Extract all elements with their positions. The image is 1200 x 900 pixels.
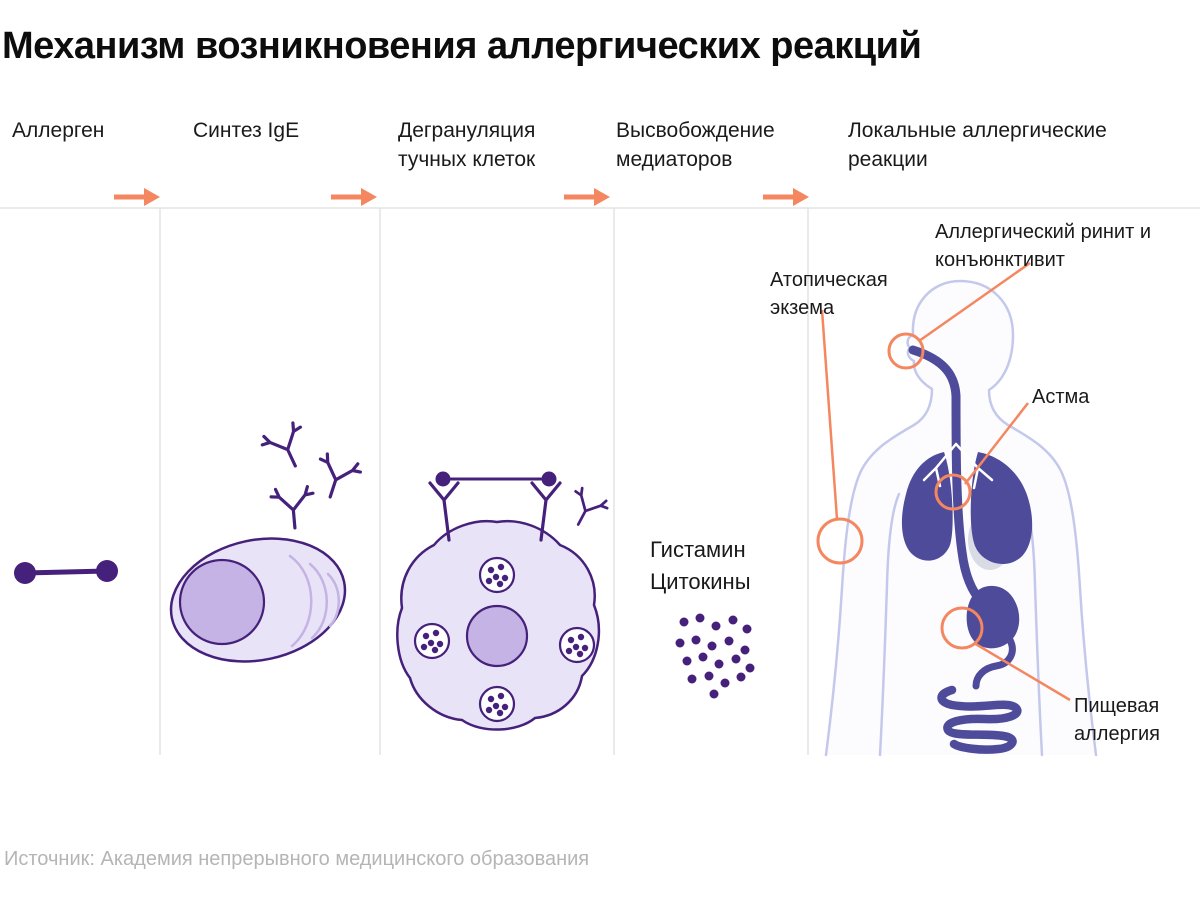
- mast-cell-nucleus: [465, 604, 529, 668]
- label-rhinitis-conjunctivitis: Аллергический ринит и конъюнктивит: [935, 221, 1151, 271]
- mast-cell-icon: [396, 471, 612, 731]
- stage-label-local-reactions: Локальные аллергические реакции: [848, 119, 1107, 171]
- stage-arrow-icon: [763, 188, 809, 206]
- lung-marker-circle: [934, 473, 972, 511]
- granule-icon: [478, 556, 516, 594]
- intestines-icon: [937, 685, 1022, 754]
- allergen-dumbbell-icon: [14, 560, 118, 584]
- reaction-markers: [816, 261, 1071, 702]
- ige-antibody-icon: [561, 484, 612, 535]
- nose-marker-circle: [887, 332, 925, 370]
- mediator-cytokines: Цитокины: [650, 569, 751, 594]
- grid-dividers: [0, 207, 1200, 755]
- stage-label-allergen: Аллерген: [12, 119, 105, 142]
- trachea-esophagus: [908, 345, 987, 607]
- stage-arrows: [114, 188, 809, 206]
- asthma-connector-line: [964, 402, 1029, 485]
- source-credit: Источник: Академия непрерывного медицинс…: [4, 848, 590, 870]
- food-allergy-connector-line: [973, 641, 1071, 702]
- rhinitis-connector-line: [918, 261, 1031, 343]
- eczema-connector-line: [820, 309, 839, 520]
- label-food-allergy: Пищевая аллергия: [1074, 695, 1161, 745]
- granule-icon: [413, 622, 451, 660]
- mediators-label: Гистамин Цитокины: [650, 534, 810, 598]
- human-body-figure: [816, 261, 1098, 757]
- stage-arrow-icon: [114, 188, 160, 206]
- duodenum-icon: [972, 636, 1016, 690]
- stomach-icon: [966, 585, 1020, 649]
- mediator-dots-icon: [675, 613, 755, 699]
- plasma-cell-icon: [169, 537, 347, 663]
- bronchi-icon: [922, 442, 994, 490]
- granule-icon: [558, 626, 596, 664]
- label-atopic-eczema: Атопическая экзема: [770, 269, 888, 319]
- skin-marker-circle: [816, 517, 864, 565]
- page-title: Механизм возникновения аллергических реа…: [2, 25, 922, 67]
- ige-antibody-icon: [257, 419, 365, 532]
- stage-arrow-icon: [331, 188, 377, 206]
- stage-arrow-icon: [564, 188, 610, 206]
- label-asthma: Астма: [1032, 386, 1090, 408]
- mediator-histamine: Гистамин: [650, 537, 746, 562]
- stomach-marker-circle: [940, 606, 984, 650]
- stage-label-mediator-release: Высвобождение медиаторов: [616, 119, 775, 171]
- stage-label-degranulation: Дегрануляция тучных клеток: [398, 119, 536, 171]
- granule-icon: [478, 685, 516, 723]
- stage-label-ige-synthesis: Синтез IgE: [193, 119, 300, 142]
- crosslinked-receptor-icon: [428, 471, 562, 542]
- right-lung-icon: [970, 452, 1033, 565]
